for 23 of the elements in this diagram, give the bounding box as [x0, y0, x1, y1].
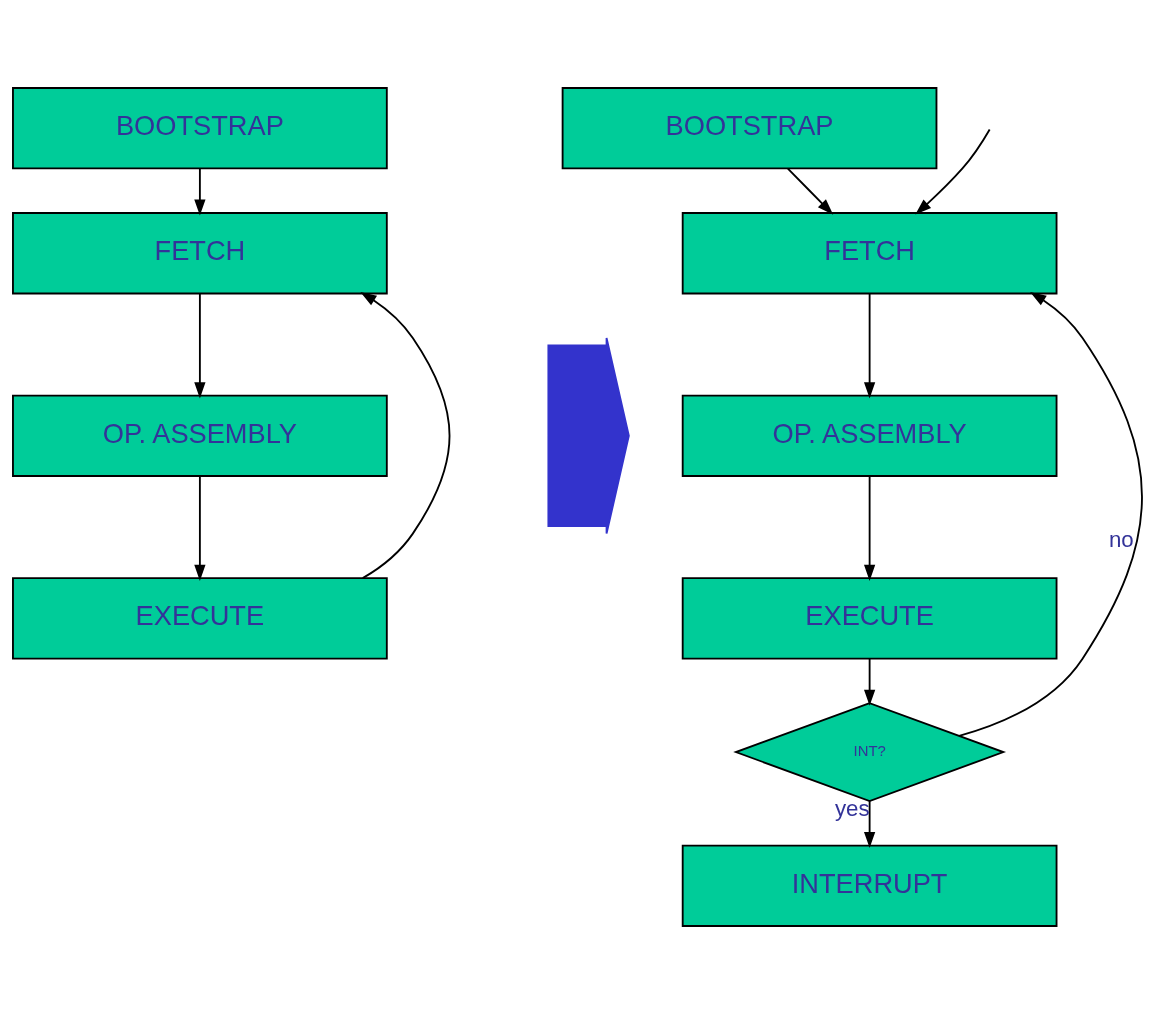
arrow: [194, 167, 206, 216]
node-box: BOOTSTRAP: [12, 87, 388, 170]
arrow: [958, 292, 1143, 737]
node-box: FETCH: [681, 212, 1058, 295]
node-arrow: [547, 337, 630, 535]
arrow: [194, 292, 206, 399]
arrow: [863, 800, 876, 849]
arrow: [863, 292, 876, 399]
node-box: FETCH: [12, 212, 388, 295]
arrow: [915, 128, 991, 215]
arrow: [360, 292, 451, 580]
node-box: OP. ASSEMBLY: [12, 394, 388, 477]
node-diamond: INT?: [733, 702, 1007, 802]
arrow: [863, 657, 876, 706]
node-box: OP. ASSEMBLY: [681, 394, 1058, 477]
node-box: INTERRUPT: [681, 844, 1058, 927]
node-box: EXECUTE: [12, 577, 388, 660]
arrow: [786, 167, 834, 215]
arrow: [863, 475, 876, 581]
edge-label: no: [1108, 527, 1134, 553]
node-box: EXECUTE: [681, 577, 1058, 660]
arrow: [194, 475, 206, 581]
node-box: BOOTSTRAP: [561, 87, 938, 170]
